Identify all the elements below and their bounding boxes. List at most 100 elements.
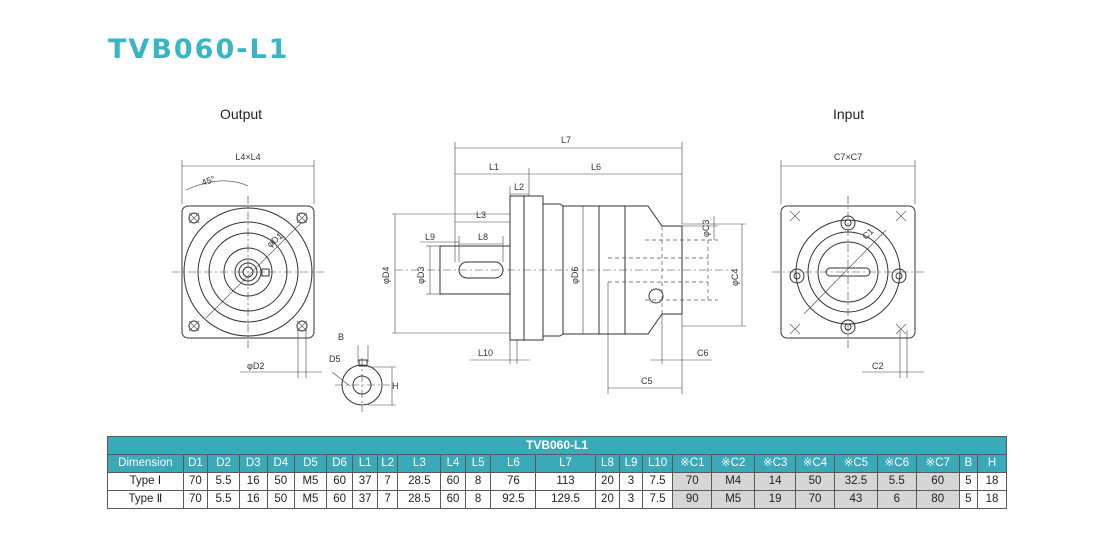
- table-cell: 50: [266, 490, 296, 509]
- angle-label: 45°: [200, 174, 217, 188]
- l6-label: L6: [591, 162, 601, 172]
- l1-label: L1: [489, 162, 499, 172]
- od2-label: φD2: [247, 361, 264, 371]
- l9-label: L9: [425, 232, 435, 242]
- key-detail: [331, 345, 396, 412]
- side-view: [392, 142, 746, 394]
- oc4-label: φC4: [730, 269, 740, 286]
- table-cell: 60: [325, 490, 354, 509]
- column-header: L5: [464, 454, 492, 473]
- table-cell: 7: [376, 490, 399, 509]
- b-label: B: [338, 332, 344, 342]
- l7-label: L7: [561, 135, 571, 145]
- row-label: Type Ⅰ: [107, 472, 184, 491]
- table-cell: 60: [325, 472, 354, 491]
- table-cell: 37: [352, 472, 378, 491]
- table-cell: 32.5: [833, 472, 878, 491]
- column-header: D5: [294, 454, 327, 473]
- row-label: Type Ⅱ: [107, 490, 184, 509]
- c7xc7-label: C7×C7: [834, 152, 862, 162]
- table-cell: 43: [833, 490, 878, 509]
- od4-label: φD4: [381, 267, 391, 284]
- column-header: H: [977, 454, 1007, 473]
- table-cell: 28.5: [397, 490, 442, 509]
- table-cell: 16: [238, 472, 268, 491]
- table-cell: 6: [876, 490, 917, 509]
- table-cell: M4: [711, 472, 756, 491]
- table-cell: 5.5: [876, 472, 917, 491]
- table-cell: 7.5: [641, 490, 674, 509]
- column-header: Dimension: [107, 454, 184, 473]
- table-cell: 92.5: [490, 490, 537, 509]
- column-header: D4: [266, 454, 296, 473]
- column-header: ※C4: [795, 454, 835, 473]
- column-header: L8: [594, 454, 621, 473]
- technical-drawing: L4×L4 45° φD1 φD2 B D5 H: [172, 135, 924, 412]
- table-cell: 28.5: [397, 472, 442, 491]
- table-cell: 60: [440, 490, 466, 509]
- table-cell: 129.5: [535, 490, 596, 509]
- column-header: ※C7: [915, 454, 960, 473]
- table-cell: 8: [464, 472, 492, 491]
- table-title: TVB060-L1: [107, 436, 1007, 455]
- column-header: D1: [182, 454, 209, 473]
- table-cell: 60: [440, 472, 466, 491]
- column-header: L10: [641, 454, 674, 473]
- table-cell: 16: [238, 490, 268, 509]
- oc3-label: φC3: [701, 220, 711, 237]
- output-view: [172, 160, 324, 378]
- table-cell: 70: [182, 472, 209, 491]
- table-cell: 50: [795, 472, 835, 491]
- column-header: ※C5: [833, 454, 878, 473]
- table-cell: 60: [915, 472, 960, 491]
- l4xl4-label: L4×L4: [235, 152, 260, 162]
- c6-label: C6: [697, 348, 709, 358]
- table-cell: 70: [672, 472, 713, 491]
- table-cell: 20: [594, 490, 621, 509]
- table-cell: 90: [672, 490, 713, 509]
- table-cell: 113: [535, 472, 596, 491]
- od3-label: φD3: [416, 267, 426, 284]
- c2-label: C2: [872, 361, 884, 371]
- l3-label: L3: [476, 210, 486, 220]
- table-cell: 5.5: [207, 472, 240, 491]
- column-header: B: [958, 454, 979, 473]
- page-title: TVB060-L1: [108, 34, 290, 65]
- column-header: L7: [535, 454, 596, 473]
- table-cell: 8: [464, 490, 492, 509]
- column-header: ※C1: [672, 454, 713, 473]
- table-cell: 50: [266, 472, 296, 491]
- table-cell: 37: [352, 490, 378, 509]
- table-cell: M5: [294, 472, 327, 491]
- c5-label: C5: [641, 376, 653, 386]
- table-cell: 20: [594, 472, 621, 491]
- table-cell: 7.5: [641, 472, 674, 491]
- table-cell: M5: [711, 490, 756, 509]
- column-header: D6: [325, 454, 354, 473]
- l8-label: L8: [478, 232, 488, 242]
- table-cell: 19: [754, 490, 797, 509]
- table-cell: 80: [915, 490, 960, 509]
- od1-label: φD1: [265, 231, 285, 250]
- table-cell: 18: [977, 490, 1007, 509]
- column-header: L6: [490, 454, 537, 473]
- column-header: L9: [619, 454, 643, 473]
- table-cell: 5: [958, 490, 979, 509]
- column-header: L1: [352, 454, 378, 473]
- input-view-label: Input: [833, 106, 865, 122]
- table-cell: 76: [490, 472, 537, 491]
- table-cell: 5: [958, 472, 979, 491]
- table-cell: M5: [294, 490, 327, 509]
- output-view-label: Output: [220, 106, 263, 122]
- table-cell: 3: [619, 472, 643, 491]
- table-cell: 18: [977, 472, 1007, 491]
- column-header: L3: [397, 454, 442, 473]
- table-cell: 7: [376, 472, 399, 491]
- column-header: D3: [238, 454, 268, 473]
- column-header: ※C2: [711, 454, 756, 473]
